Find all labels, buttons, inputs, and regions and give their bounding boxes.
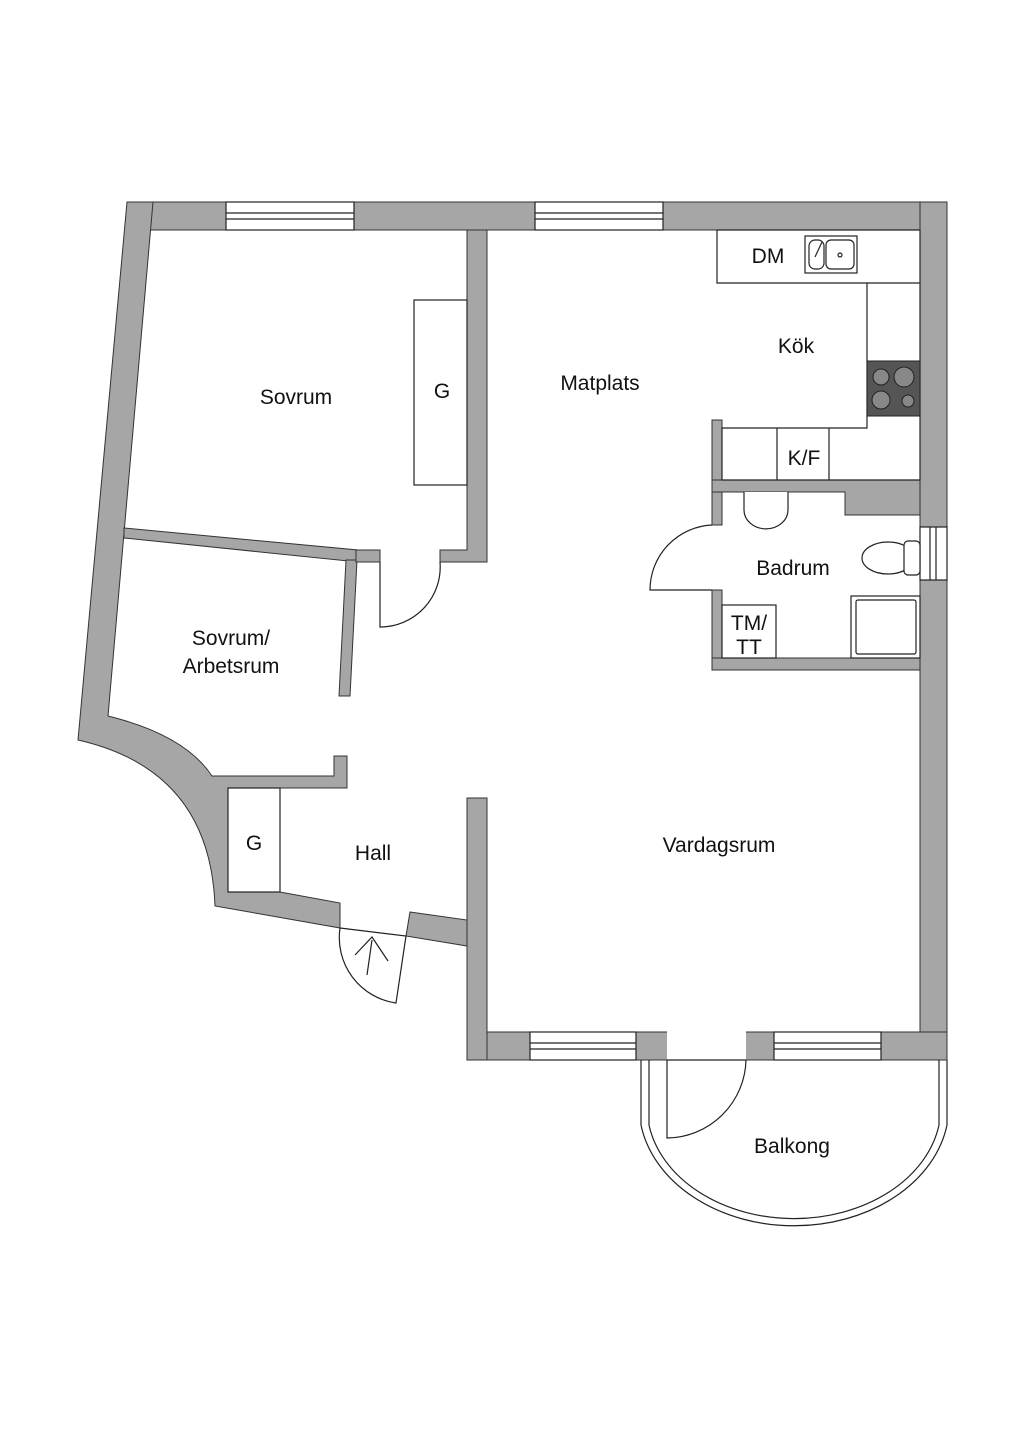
fridge-label: K/F [788, 447, 821, 470]
balcony [640, 1060, 948, 1227]
washer-dryer [721, 604, 777, 659]
stove-icon [866, 360, 921, 417]
labels: Sovrum G Sovrum/ Arbetsrum Matplats Kök … [183, 245, 830, 1158]
room-label-matplats: Matplats [560, 372, 639, 395]
dryer-label: TT [736, 636, 762, 659]
room-label-sovrum-arbetsrum: Sovrum/ [192, 627, 270, 650]
dishwasher-label: DM [752, 245, 785, 268]
entrance-door [338, 927, 407, 1004]
sink-icon [804, 235, 858, 274]
living-wall [466, 797, 488, 1061]
room-label-vardagsrum: Vardagsrum [663, 834, 776, 857]
room-label-kok: Kök [778, 335, 815, 358]
kitchen-wall [711, 419, 723, 526]
balcony-door [666, 1059, 747, 1139]
window [919, 526, 948, 581]
entrance-arrow-icon [354, 936, 389, 976]
window [773, 1031, 882, 1061]
bath-top-wall [711, 479, 921, 516]
bedroom-door [379, 561, 441, 628]
wardrobe-hall-label: G [246, 832, 262, 855]
room-label-hall: Hall [355, 842, 391, 865]
toilet-icon [861, 540, 921, 576]
fixtures [227, 229, 921, 893]
window [225, 201, 355, 231]
wardrobe-bedroom [413, 299, 468, 486]
doors [338, 524, 747, 1139]
wardrobe-label: G [434, 380, 450, 403]
shower-icon [850, 595, 921, 659]
bath-bottom-wall [711, 657, 921, 671]
room-label-balkong: Balkong [754, 1135, 830, 1158]
bathroom-door [649, 524, 713, 591]
hall-wall [405, 911, 468, 947]
window [529, 1031, 637, 1061]
wardrobe-hall [227, 787, 281, 893]
balcony-door-opening [667, 1031, 746, 1061]
study-wall [338, 559, 358, 697]
kitchen-counter [716, 229, 921, 481]
left-wall [77, 201, 348, 929]
windows [225, 201, 948, 1061]
window [534, 201, 664, 231]
washbasin-icon [743, 492, 789, 530]
room-label-sovrum: Sovrum [260, 386, 332, 409]
room-label-badrum: Badrum [756, 557, 830, 580]
bedroom-partition [123, 527, 359, 563]
door-jamb [355, 549, 381, 563]
room-label-sovrum-arbetsrum-2: Arbetsrum [183, 655, 280, 678]
washer-label: TM/ [731, 612, 767, 635]
right-wall [919, 201, 948, 1061]
